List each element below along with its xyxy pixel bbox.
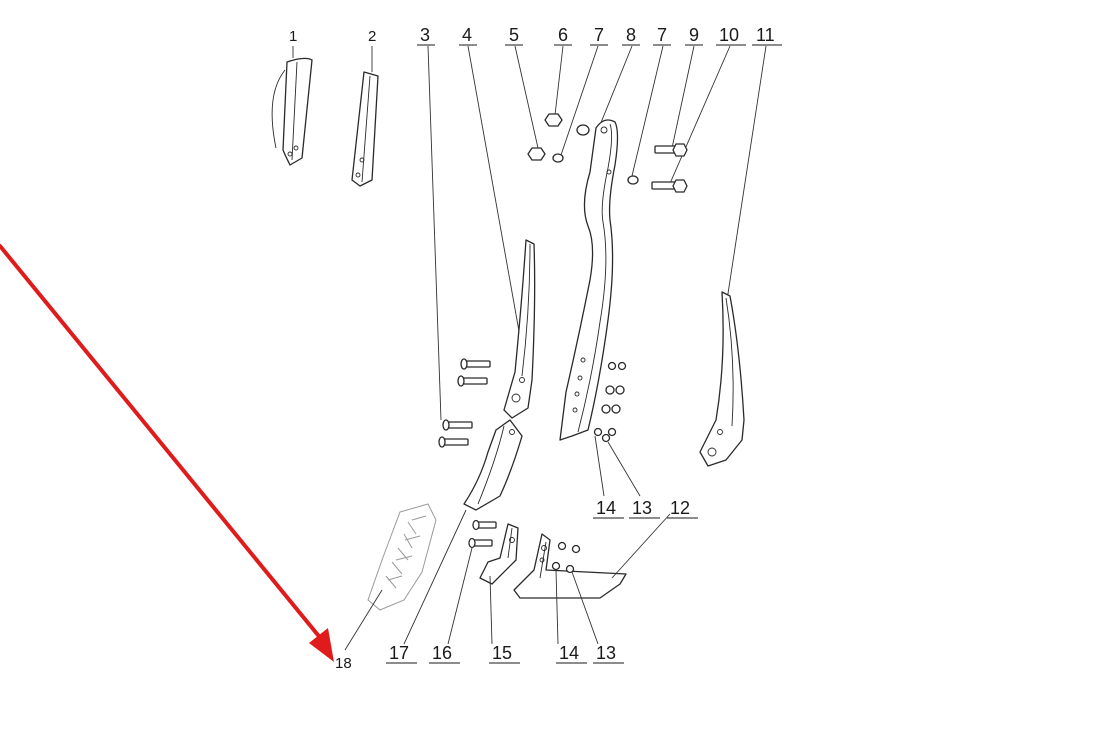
label-13-lower: 13 bbox=[596, 643, 616, 663]
top-leader-lines bbox=[292, 45, 767, 421]
label-2: 2 bbox=[368, 28, 376, 45]
label-7-left: 7 bbox=[594, 25, 604, 45]
top-labels: 1 2 3 4 5 6 7 8 7 9 10 11 bbox=[289, 25, 782, 46]
label-16: 16 bbox=[432, 643, 452, 663]
red-arrow-annotation bbox=[0, 244, 334, 662]
label-14-lower: 14 bbox=[559, 643, 579, 663]
bolt bbox=[438, 436, 469, 448]
washer bbox=[627, 175, 639, 185]
part-15-bracket bbox=[479, 523, 519, 585]
part-12-sweep-blade bbox=[513, 533, 627, 599]
label-4: 4 bbox=[462, 25, 472, 45]
label-18: 18 bbox=[335, 655, 352, 672]
washer bbox=[576, 124, 590, 136]
part-2-blade bbox=[351, 71, 379, 187]
washer bbox=[552, 153, 564, 163]
label-7-right: 7 bbox=[657, 25, 667, 45]
bolt bbox=[460, 358, 491, 370]
bottom-leader-lines bbox=[344, 435, 671, 651]
parts-9-10-bolts bbox=[651, 143, 688, 193]
part-4-side-blade bbox=[503, 239, 536, 419]
label-12: 12 bbox=[670, 498, 690, 518]
label-10: 10 bbox=[719, 25, 739, 45]
part-16-bolts bbox=[468, 519, 497, 549]
label-14-upper: 14 bbox=[596, 498, 616, 518]
bolt bbox=[442, 419, 473, 431]
part-11-side-blade bbox=[699, 291, 745, 467]
bolt bbox=[457, 375, 488, 387]
parts-13-14-nuts-washers bbox=[593, 361, 627, 443]
nut bbox=[527, 147, 546, 161]
part-8-shank bbox=[559, 119, 619, 441]
label-15: 15 bbox=[492, 643, 512, 663]
nut bbox=[544, 113, 563, 127]
part-1-blade bbox=[271, 57, 313, 166]
label-6: 6 bbox=[558, 25, 568, 45]
arrow-head-icon bbox=[309, 628, 334, 662]
part-3-bolts bbox=[438, 358, 491, 448]
bottom-nuts bbox=[551, 541, 581, 574]
label-3: 3 bbox=[420, 25, 430, 45]
label-5: 5 bbox=[509, 25, 519, 45]
bottom-labels: 14 13 12 17 16 15 14 13 18 bbox=[335, 498, 698, 672]
part-18-wear-plate bbox=[367, 503, 437, 611]
label-13-upper: 13 bbox=[632, 498, 652, 518]
label-1: 1 bbox=[289, 28, 297, 45]
label-9: 9 bbox=[689, 25, 699, 45]
label-17: 17 bbox=[389, 643, 409, 663]
part-17-share bbox=[463, 419, 523, 511]
label-11: 11 bbox=[756, 25, 775, 45]
label-8: 8 bbox=[626, 25, 636, 45]
parts-5-6-7-fasteners bbox=[527, 113, 639, 185]
